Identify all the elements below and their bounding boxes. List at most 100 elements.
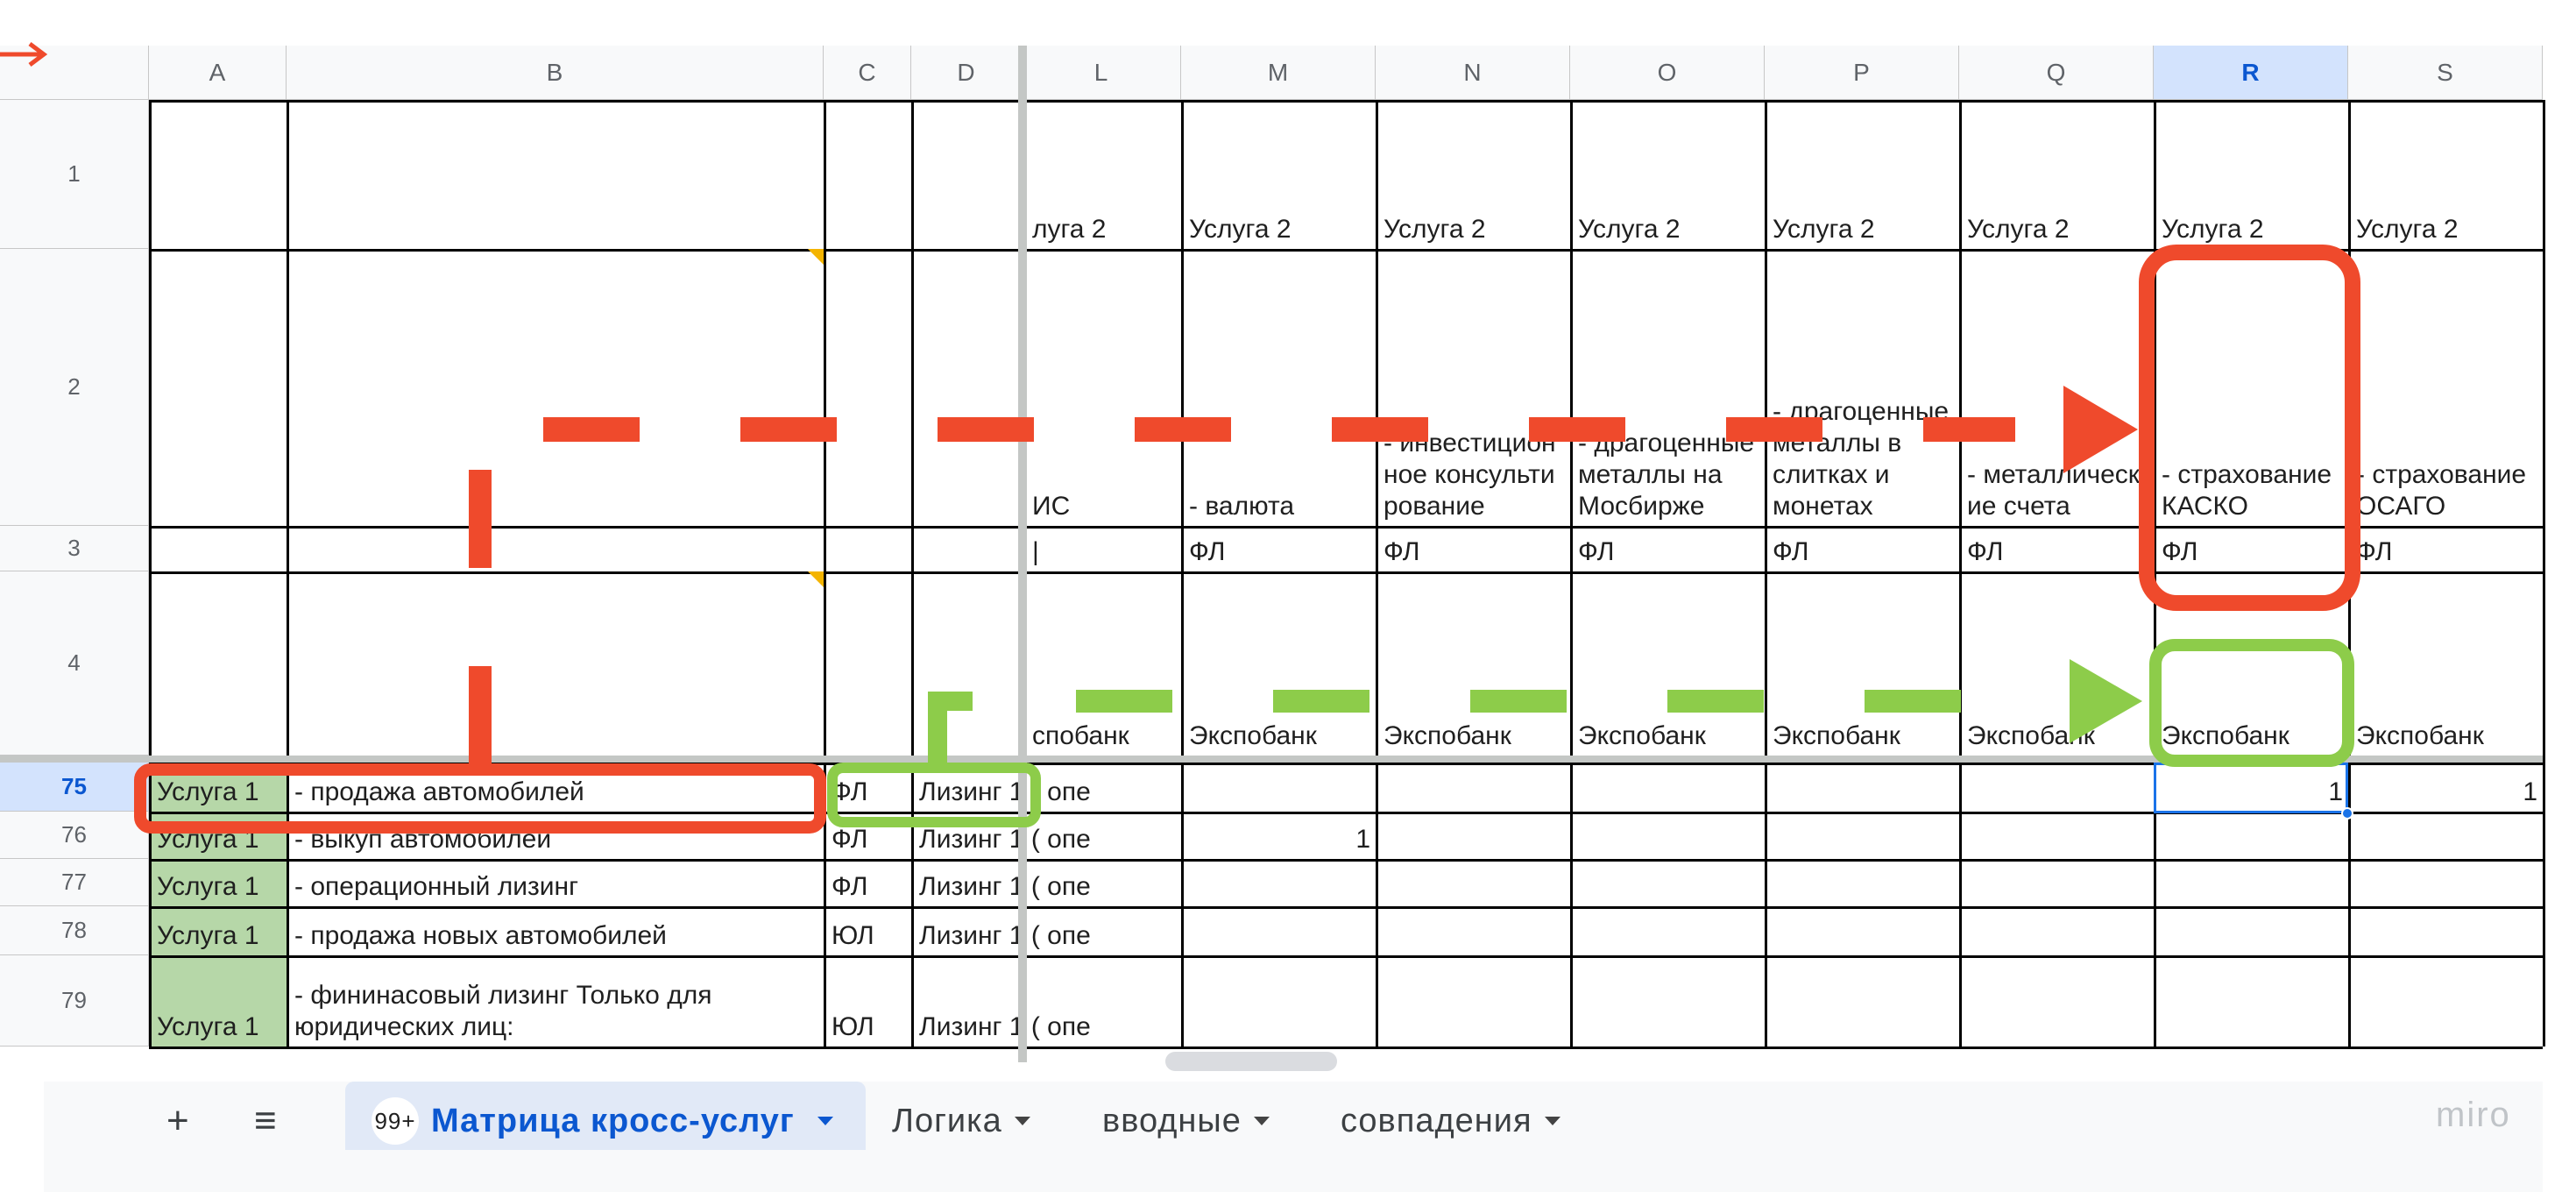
cell-b78[interactable]: - продажа новых автомобилей xyxy=(294,921,667,950)
row-header-4[interactable]: 4 xyxy=(0,571,149,756)
tab-logic[interactable]: Логика xyxy=(892,1094,1030,1148)
frozen-column-divider[interactable] xyxy=(1018,46,1027,1062)
cell-r3[interactable]: ФЛ xyxy=(2162,537,2198,566)
tab-matches-label: совпадения xyxy=(1341,1102,1532,1139)
grid-line-horizontal xyxy=(149,571,2543,574)
cell-q3[interactable]: ФЛ xyxy=(1967,537,2004,566)
column-header-c[interactable]: C xyxy=(824,46,911,100)
green-connector-stem xyxy=(928,692,973,768)
cell-o1[interactable]: Услуга 2 xyxy=(1578,215,1681,244)
cell-o3[interactable]: ФЛ xyxy=(1578,537,1615,566)
fill-handle[interactable] xyxy=(2341,807,2353,820)
cell-m76[interactable]: 1 xyxy=(1355,825,1370,854)
cell-p1[interactable]: Услуга 2 xyxy=(1773,215,1875,244)
chevron-down-icon[interactable] xyxy=(1014,1117,1030,1125)
cell-r1[interactable]: Услуга 2 xyxy=(2162,215,2264,244)
add-sheet-button[interactable]: + xyxy=(166,1099,190,1142)
red-row-highlight xyxy=(134,763,826,834)
grid-line-horizontal xyxy=(149,763,2543,765)
row-header-1[interactable]: 1 xyxy=(0,100,149,249)
cell-q2[interactable]: - металлические счета xyxy=(1967,460,2140,521)
cell-l1[interactable]: луга 2 xyxy=(1032,215,1107,244)
cell-s1[interactable]: Услуга 2 xyxy=(2356,215,2459,244)
cell-s3[interactable]: ФЛ xyxy=(2356,537,2393,566)
chevron-down-icon[interactable] xyxy=(817,1117,833,1125)
row-header-78[interactable]: 78 xyxy=(0,906,149,955)
cell-n4[interactable]: Экспобанк xyxy=(1384,721,1511,750)
cell-c78[interactable]: ЮЛ xyxy=(832,921,874,950)
row-header-77[interactable]: 77 xyxy=(0,859,149,906)
cell-m1[interactable]: Услуга 2 xyxy=(1189,215,1292,244)
row-header-79[interactable]: 79 xyxy=(0,955,149,1047)
column-header-p[interactable]: P xyxy=(1765,46,1959,100)
cell-n1[interactable]: Услуга 2 xyxy=(1384,215,1486,244)
arrow-right-icon xyxy=(0,42,48,67)
cell-l2[interactable]: ИС xyxy=(1032,492,1071,521)
cell-b75[interactable]: - продажа автомобилей xyxy=(294,777,584,806)
green-cell-highlight xyxy=(827,763,1041,827)
column-header-b[interactable]: B xyxy=(287,46,824,100)
green-highlight-box xyxy=(2149,639,2354,767)
grid-line-horizontal xyxy=(149,812,2543,814)
cell-l4[interactable]: спобанк xyxy=(1032,721,1129,750)
cell-c77[interactable]: ФЛ xyxy=(832,872,868,901)
cell-q1[interactable]: Услуга 2 xyxy=(1967,215,2070,244)
cell-r75[interactable]: 1 xyxy=(2328,777,2343,806)
column-header-s[interactable]: S xyxy=(2348,46,2543,100)
cell-r2[interactable]: - страхование КАСКО xyxy=(2162,460,2332,521)
cell-m4[interactable]: Экспобанк xyxy=(1189,721,1317,750)
cell-n3[interactable]: ФЛ xyxy=(1384,537,1420,566)
row-header-76[interactable]: 76 xyxy=(0,812,149,859)
column-header-m[interactable]: M xyxy=(1181,46,1376,100)
tab-matches[interactable]: совпадения xyxy=(1341,1094,1560,1148)
cell-p4[interactable]: Экспобанк xyxy=(1773,721,1900,750)
comment-marker[interactable] xyxy=(808,571,824,587)
cell-c79[interactable]: ЮЛ xyxy=(832,1012,874,1041)
cell-p3[interactable]: ФЛ xyxy=(1773,537,1809,566)
cell-s4[interactable]: Экспобанк xyxy=(2356,721,2484,750)
cell-s2[interactable]: - страхование ОСАГО xyxy=(2356,460,2527,521)
column-header-q[interactable]: Q xyxy=(1959,46,2154,100)
horizontal-scrollbar[interactable] xyxy=(1165,1052,1337,1071)
frozen-row-divider[interactable] xyxy=(0,756,2543,763)
tab-matrix[interactable]: 99+ Матрица кросс-услуг xyxy=(372,1094,833,1148)
cell-p2[interactable]: - драгоценные металлы в слитках и монета… xyxy=(1773,397,1950,521)
cell-a79[interactable]: Услуга 1 xyxy=(152,957,287,1047)
cell-b77[interactable]: - операционный лизинг xyxy=(294,872,579,901)
tab-logic-label: Логика xyxy=(892,1102,1002,1139)
comment-marker[interactable] xyxy=(808,249,824,265)
grid-line-horizontal xyxy=(149,955,2543,958)
row-header-3[interactable]: 3 xyxy=(0,526,149,571)
row-header-75[interactable]: 75 xyxy=(0,763,149,812)
cell-a78[interactable]: Услуга 1 xyxy=(152,908,287,955)
green-arrowhead xyxy=(2070,659,2142,743)
tab-inputs[interactable]: вводные xyxy=(1102,1094,1270,1148)
row-header-2[interactable]: 2 xyxy=(0,249,149,526)
column-header-r[interactable]: R xyxy=(2154,46,2348,100)
all-sheets-menu-button[interactable]: ≡ xyxy=(254,1099,278,1142)
cell-o4[interactable]: Экспобанк xyxy=(1578,721,1706,750)
grid-line-horizontal xyxy=(149,906,2543,909)
grid-line-horizontal xyxy=(149,526,2543,529)
grid-line-horizontal xyxy=(149,249,2543,252)
column-header-l[interactable]: L xyxy=(1022,46,1181,100)
cell-c76[interactable]: ФЛ xyxy=(832,825,868,854)
cell-l3[interactable]: | xyxy=(1032,537,1039,566)
cell-s75[interactable]: 1 xyxy=(2523,777,2537,806)
cell-a77[interactable]: Услуга 1 xyxy=(152,861,287,906)
cell-m2[interactable]: - валюта xyxy=(1189,492,1295,521)
column-header-n[interactable]: N xyxy=(1376,46,1570,100)
grid-line-vertical xyxy=(2543,100,2545,1047)
cell-m3[interactable]: ФЛ xyxy=(1189,537,1226,566)
column-header-o[interactable]: O xyxy=(1570,46,1765,100)
tab-inputs-label: вводные xyxy=(1102,1102,1242,1139)
chevron-down-icon[interactable] xyxy=(1253,1117,1270,1125)
cell-r4[interactable]: Экспобанк xyxy=(2162,721,2289,750)
grid-line-horizontal xyxy=(149,1047,2543,1049)
miro-watermark: miro xyxy=(2436,1096,2511,1134)
column-header-a[interactable]: A xyxy=(149,46,287,100)
grid-line-horizontal xyxy=(149,100,2543,103)
chevron-down-icon[interactable] xyxy=(1544,1117,1560,1125)
cell-b79[interactable]: - фининасовый лизинг Только для юридичес… xyxy=(294,981,712,1041)
